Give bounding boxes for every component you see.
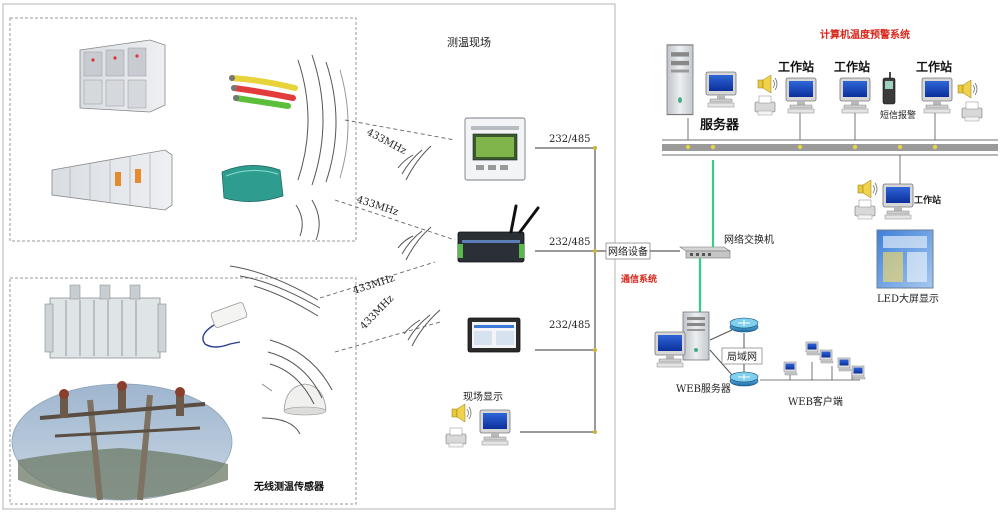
web-client-pc-2	[805, 341, 820, 356]
workstation-4-computer	[882, 183, 914, 220]
switch-label: 网络交换机	[724, 233, 774, 246]
workstation-2-computer	[839, 77, 871, 114]
switchgear-group-frame	[9, 17, 357, 242]
power-line-photo	[11, 381, 233, 501]
field-display-computer	[479, 409, 511, 446]
field-display-label: 现场显示	[463, 390, 503, 403]
sensor-label: 无线测温传感器	[253, 480, 325, 493]
wireless-receiver	[457, 204, 540, 263]
workstation-label-4: 工作站	[914, 194, 941, 206]
interface-label-3: 232/485	[549, 320, 591, 331]
clamp-sensors	[229, 75, 298, 109]
interface-wiring	[520, 147, 608, 433]
switchgear-row	[51, 149, 173, 211]
wired-sensor	[202, 302, 248, 348]
sms-label: 短信报警	[880, 109, 916, 121]
network-device-label: 网络设备	[608, 245, 648, 258]
temperature-controller	[464, 117, 526, 181]
green-network-links	[698, 160, 715, 315]
web-server-tower	[682, 311, 710, 361]
workstation-4-printer-icon	[854, 199, 876, 220]
network-switch	[679, 246, 731, 259]
web-server-monitor	[654, 331, 686, 368]
site-title: 测温现场	[447, 35, 491, 49]
led-label: LED大屏显示	[877, 292, 939, 305]
radio-waves	[229, 54, 441, 435]
web-client-label: WEB客户端	[788, 395, 843, 408]
workstation-label-2: 工作站	[834, 59, 870, 74]
dome-sensor	[261, 383, 327, 416]
workstation-1-printer-icon	[754, 95, 776, 116]
interface-nodes	[593, 146, 597, 434]
transformer-group-frame	[9, 277, 357, 505]
workstation-3-printer-icon	[961, 101, 983, 122]
led-screen	[876, 229, 934, 289]
radio-links	[319, 119, 456, 353]
web-client-pc-5	[851, 365, 866, 380]
bus-drops	[687, 112, 936, 188]
web-link-1	[709, 329, 733, 341]
web-client-pc-4	[837, 357, 852, 372]
server-tower	[666, 44, 694, 116]
web-server-label: WEB服务器	[676, 382, 731, 395]
server-label: 服务器	[700, 117, 740, 133]
router-bottom-icon	[729, 371, 759, 387]
server-monitor	[705, 71, 737, 108]
web-link-2	[709, 349, 733, 376]
lan-box	[721, 347, 763, 365]
interface-label-1: 232/485	[549, 134, 591, 145]
workstation-label-1: 工作站	[778, 59, 814, 74]
mobile-phone-icon	[882, 72, 896, 105]
touch-panel-display	[467, 317, 521, 353]
router-top-icon	[729, 317, 759, 333]
comm-system-label: 通信系统	[621, 273, 657, 285]
network-bus	[662, 139, 998, 156]
workstation-3-speaker-icon	[957, 79, 978, 99]
workstation-label-3: 工作站	[916, 59, 952, 74]
interface-label-2: 232/485	[549, 237, 591, 248]
green-sensor-box	[221, 165, 284, 202]
system-title: 计算机温度预警系统	[820, 28, 910, 41]
workstation-1-speaker-icon	[757, 74, 778, 94]
web-client-pc-3	[819, 349, 834, 364]
web-client-pc-1	[783, 361, 798, 376]
switchgear-cabinet	[79, 39, 166, 113]
workstation-1-computer	[785, 77, 817, 114]
lan-label: 局域网	[727, 350, 757, 363]
workstation-4-speaker-icon	[857, 179, 878, 199]
workstation-3-computer	[921, 77, 953, 114]
transformer	[44, 284, 167, 359]
